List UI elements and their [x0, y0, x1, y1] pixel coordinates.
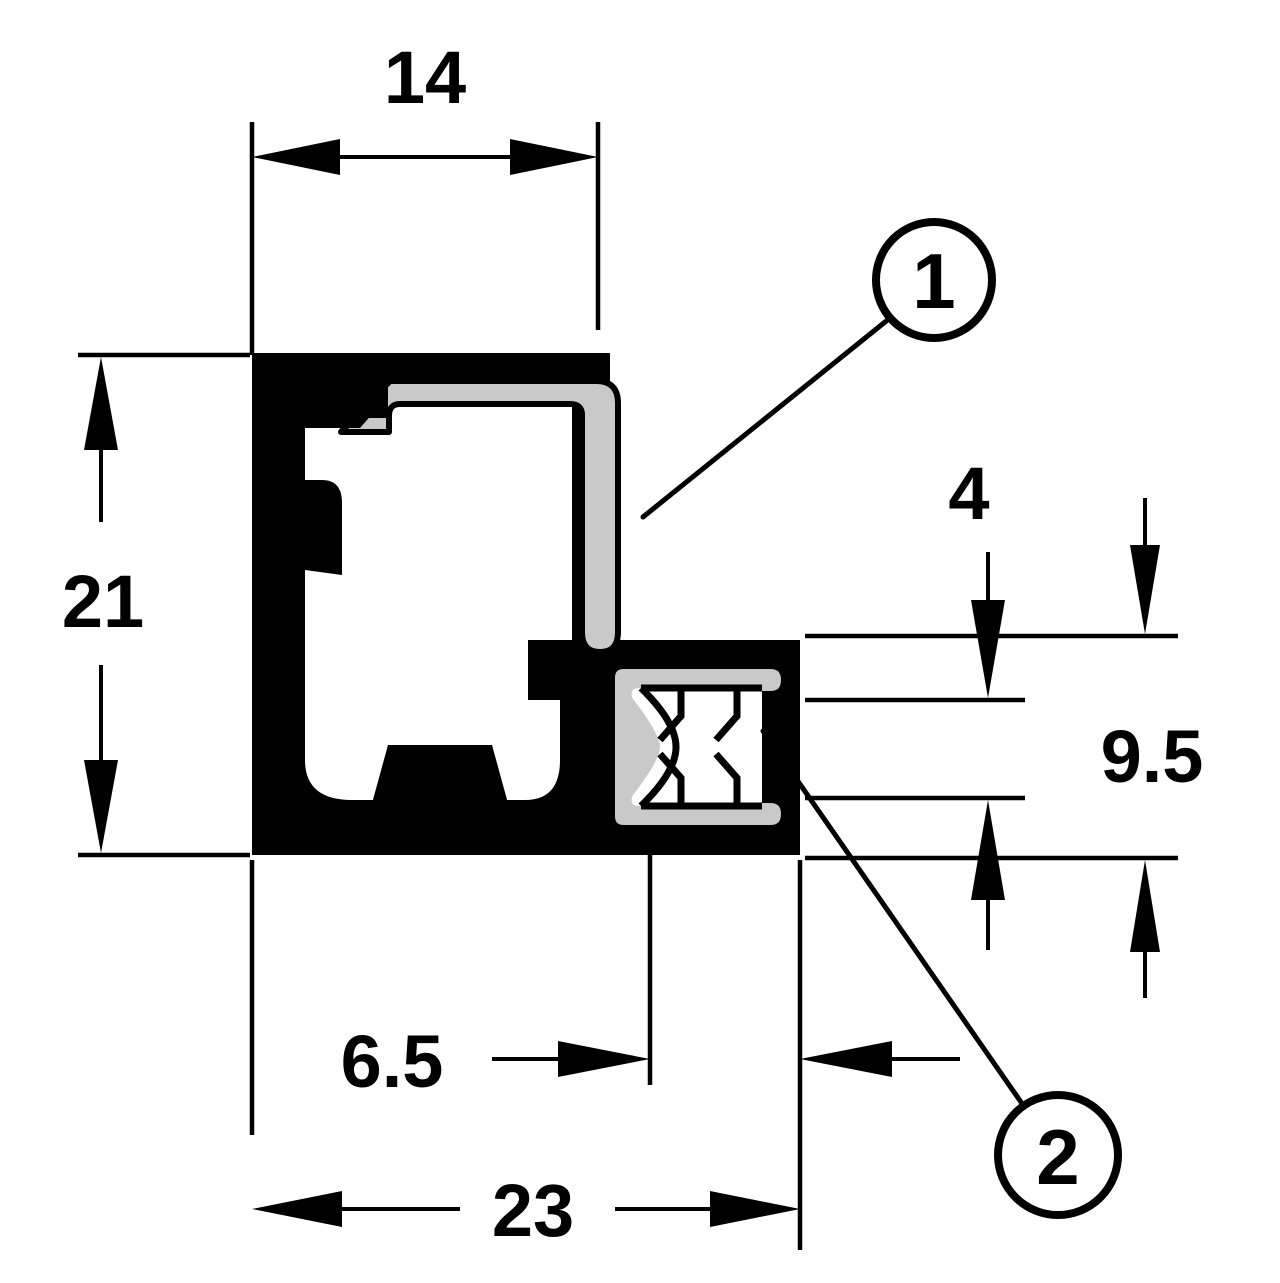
gasket-barb-lower-2 [713, 751, 741, 806]
dim-label-21: 21 [62, 560, 144, 643]
dim-label-23: 23 [492, 1169, 574, 1252]
left-inner-rib [305, 480, 342, 575]
arrow-23-left [252, 1191, 342, 1227]
profile-main-cavity [305, 400, 572, 800]
dim-label-95: 9.5 [1101, 715, 1204, 798]
callout-1-group[interactable]: 1 [640, 218, 996, 520]
gasket-barb-lower-1 [657, 751, 685, 806]
dim-label-65: 6.5 [341, 1020, 444, 1103]
arrow-4-up-lower [971, 800, 1005, 900]
callout-1-circle[interactable] [872, 218, 996, 342]
arrow-14-left [252, 139, 340, 175]
gasket-barb-upper-1 [657, 688, 685, 743]
callout-1-leader [640, 315, 893, 520]
arrow-23-right [710, 1191, 800, 1227]
callout-2-label: 2 [1036, 1113, 1079, 1201]
dim-label-14: 14 [384, 36, 466, 119]
callout-2-group[interactable]: 2 [760, 728, 1122, 1219]
callout-1-label: 1 [912, 237, 955, 325]
gasket-barb-upper-2 [713, 688, 741, 743]
callout-2-circle[interactable] [994, 1091, 1122, 1219]
arrow-95-down [1130, 545, 1160, 634]
arrow-95-up [1130, 860, 1160, 952]
dimension-width-bottom: 23 [252, 1169, 800, 1252]
upper-barb-tip [336, 370, 388, 418]
dimension-offset-bottom: 6.5 [249, 830, 960, 1250]
arrow-65-left-outer [800, 1041, 892, 1077]
dim-label-4: 4 [948, 452, 989, 535]
arrow-65-right [558, 1041, 650, 1077]
dimension-width-top: 14 [249, 36, 601, 355]
dimension-height-left: 21 [62, 352, 250, 858]
lower-gasket-group [609, 663, 787, 831]
lower-gasket-left-bulge [638, 685, 680, 809]
arrow-21-top [84, 357, 118, 450]
callout-2-leader [760, 728, 1026, 1108]
dimension-glass-rebate: 4 [805, 452, 1178, 703]
bottom-screw-boss [368, 745, 512, 818]
arrow-14-right [510, 139, 598, 175]
lower-gasket-cavity-outline [641, 684, 762, 810]
dimension-channel-depth: 9.5 [805, 498, 1203, 998]
arrow-4-down-upper [971, 600, 1005, 698]
arrow-21-bottom [84, 760, 118, 853]
